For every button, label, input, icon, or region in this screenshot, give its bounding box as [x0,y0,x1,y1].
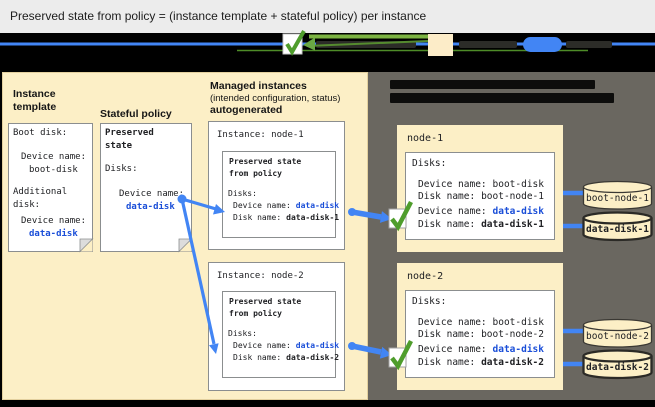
disks-label: Disks: [228,189,257,198]
node-disks-box-node-1 [405,152,555,240]
row-value: data-disk [492,344,544,355]
disk-name-row: Disk name: data-disk-1 [418,220,544,230]
row-value: data-disk [295,341,340,350]
disks-label: Disks: [412,296,447,307]
preserved-state-line1: Preserved state [229,157,302,166]
row-label: Disk name: [418,357,476,368]
node-disks-box-node-2 [405,290,555,378]
row-label: Device name: [418,344,487,355]
note-line: Boot disk: [13,128,68,138]
row-label: Device name: [418,206,487,217]
row-value: data-disk-1 [286,213,340,222]
diagram-title: Preserved state from policy = (instance … [10,9,427,23]
title-strip: Preserved state from policy = (instance … [0,0,655,33]
note-line: Device name: [21,152,87,162]
row-label: Device name: [418,179,487,190]
preserved-state-line1: Preserved state [229,297,302,306]
note-line-data-disk: data-disk [29,229,78,239]
row-label: Disk name: [418,219,476,230]
row-value: data-disk-2 [286,353,340,362]
note-line: Device name: [119,189,185,199]
row-label: Disk name: [233,353,282,362]
node-name: node-1 [407,133,444,144]
managed-instance-title: Instance: node-1 [217,130,304,140]
instance-template-note [8,123,93,252]
disk-name-row: Disk name: data-disk-2 [418,358,544,368]
stateful-policy-header: Stateful policy [100,108,172,120]
disks-label: Disks: [228,329,257,338]
managed-instances-header-line3: autogenerated [210,104,283,116]
note-line: Disks: [105,164,138,174]
preserved-state-line2: from policy [229,169,282,178]
row-label: Disk name: [418,191,476,202]
note-line: Additional [13,187,68,197]
device-name-row: Device name: boot-disk [418,180,544,190]
managed-instances-header-line1: Managed instances [210,80,307,92]
note-line: state [105,141,133,151]
row-value: boot-node-1 [481,191,544,202]
row-label: Device name: [233,201,291,210]
note-line: Device name: [21,216,87,226]
row-value: boot-disk [492,179,544,190]
device-name-row: Device name: data-disk [233,342,339,350]
disk-name-row: Disk name: boot-node-1 [418,192,544,202]
row-label: Device name: [233,341,291,350]
stateful-policy-note [100,123,192,252]
managed-instances-header-line2: (intended configuration, status) [210,93,341,104]
row-value: boot-disk [492,317,544,328]
preserved-state-box-node-2 [222,291,336,378]
row-value: data-disk [492,206,544,217]
disk-name-row: Disk name: data-disk-2 [233,354,339,362]
note-line: disk: [13,200,41,210]
node-name: node-2 [407,271,444,282]
row-value: data-disk-2 [481,357,544,368]
row-label: Disk name: [418,329,476,340]
preserved-state-box-node-1 [222,151,336,238]
note-line-data-disk: data-disk [126,202,175,212]
row-value: boot-node-2 [481,329,544,340]
disk-name-row: Disk name: boot-node-2 [418,330,544,340]
disk-name-row: Disk name: data-disk-1 [233,214,339,222]
managed-instance-title: Instance: node-2 [217,271,304,281]
note-line: boot-disk [29,165,78,175]
row-label: Disk name: [233,213,282,222]
instance-template-header-line2: template [13,101,57,113]
preserved-state-line2: from policy [229,309,282,318]
device-name-row: Device name: boot-disk [418,318,544,328]
device-name-row: Device name: data-disk [233,202,339,210]
row-label: Device name: [418,317,487,328]
device-name-row: Device name: data-disk [418,345,544,355]
instance-template-header-line1: Instance [13,88,56,100]
legend-bar [0,33,655,72]
row-value: data-disk-1 [481,219,544,230]
disks-label: Disks: [412,158,447,169]
row-value: data-disk [295,201,340,210]
device-name-row: Device name: data-disk [418,207,544,217]
note-line: Preserved [105,128,154,138]
